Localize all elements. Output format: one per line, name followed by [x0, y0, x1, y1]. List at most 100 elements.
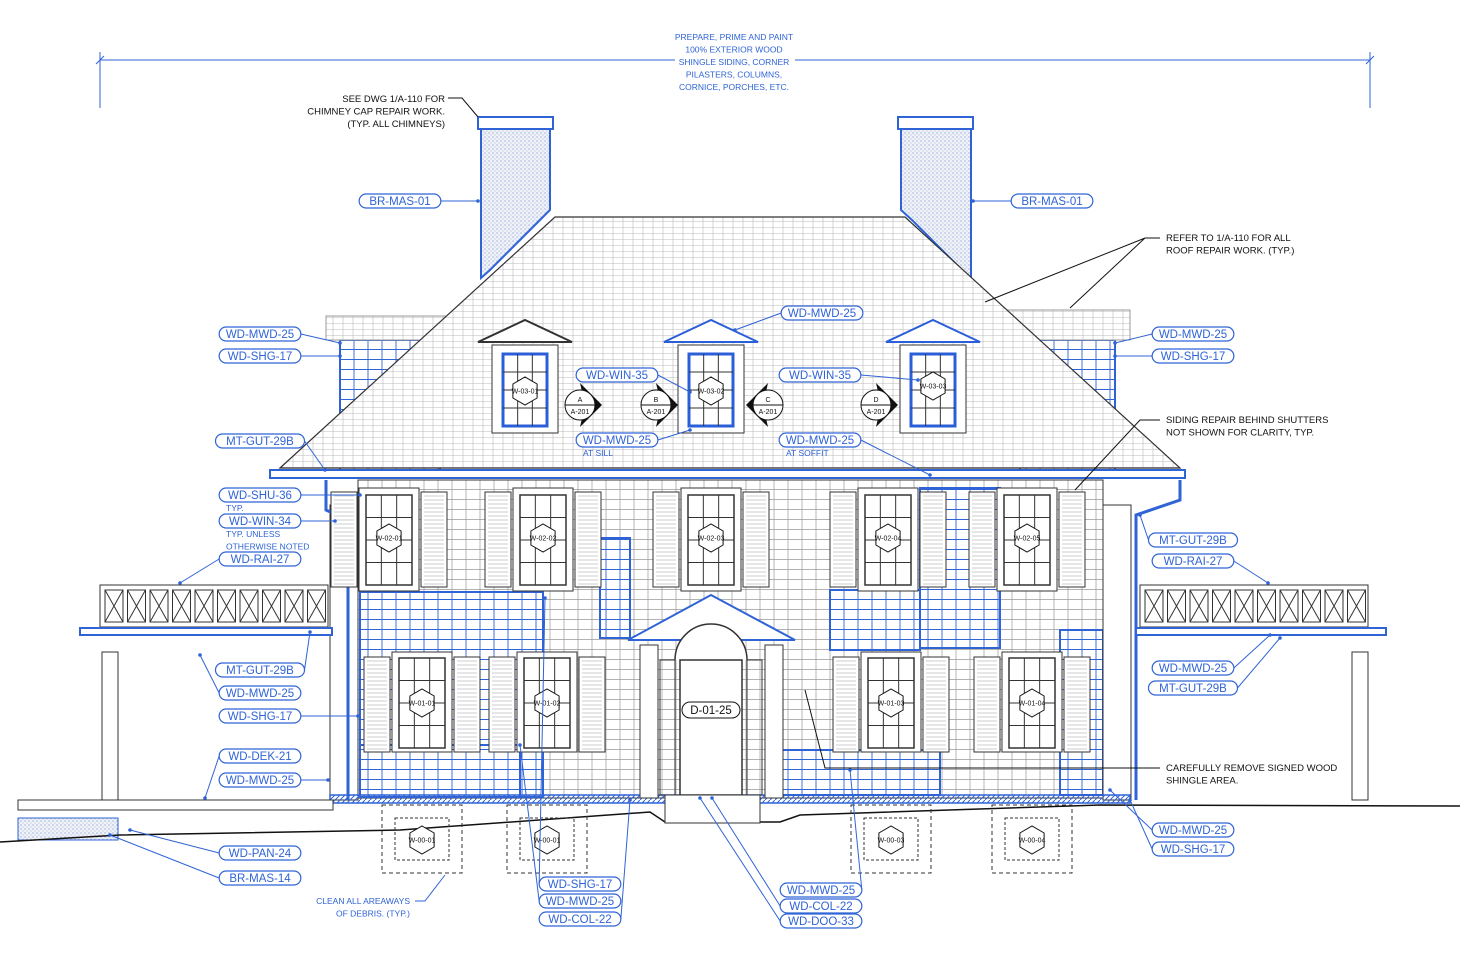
typ-unless-note-line: OTHERWISE NOTED: [226, 542, 309, 552]
window-second-floor: W-02-04: [829, 487, 947, 592]
keynote-tag-label: WD-COL-22: [789, 901, 852, 913]
door-tag: D-01-25: [681, 701, 741, 719]
keynote-tag-label: MT-GUT-29B: [1159, 535, 1227, 547]
window-tag-label: W-02-03: [698, 536, 725, 543]
window-tag-label: W-01-01: [409, 701, 436, 708]
keynote-tag: WD-RAI-27: [1151, 553, 1235, 569]
window-tag-label: W-02-05: [1014, 536, 1041, 543]
remove-shingle-note-line: SHINGLE AREA.: [1166, 776, 1238, 787]
keynote-tag: WD-PAN-24: [218, 845, 302, 861]
keynote-tag-label: WD-SHU-36: [228, 490, 292, 502]
door-tag-label: D-01-25: [690, 705, 732, 717]
keynote-tag-label: WD-MWD-25: [787, 885, 855, 897]
keynote-tag-label: BR-MAS-01: [369, 196, 430, 208]
keynote-tag: WD-MWD-25: [780, 305, 864, 321]
paint-note-line: SHINGLE SIDING, CORNER: [679, 57, 790, 67]
section-letter: C: [765, 397, 770, 404]
keynote-tag: WD-MWD-25: [1151, 326, 1235, 342]
areaway-window: W-00-01: [381, 804, 463, 874]
right-pilaster: [1102, 504, 1132, 801]
window-tag-label: W-01-04: [1019, 701, 1046, 708]
window-second-floor: W-02-05: [968, 487, 1086, 592]
window-tag: W-03-03: [920, 371, 946, 401]
keynote-tag: MT-GUT-29B: [1147, 532, 1239, 548]
keynote-tag: WD-SHG-17: [1151, 841, 1235, 857]
keynote-tag-label: WD-MWD-25: [1159, 663, 1227, 675]
keynote-tag-label: WD-MWD-25: [226, 688, 294, 700]
keynote-tag-label: WD-DOO-33: [788, 916, 854, 928]
window-first-floor: W-01-03: [832, 651, 950, 753]
keynote-tag: WD-MWD-25: [575, 432, 659, 448]
window-tag: W-00-04: [1019, 825, 1046, 855]
window-tag-label: W-02-01: [376, 536, 403, 543]
roof-note-line: ROOF REPAIR WORK. (TYP.): [1166, 246, 1294, 257]
keynote-tag: WD-MWD-25: [1151, 822, 1235, 838]
chimney-note-line: SEE DWG 1/A-110 FOR: [342, 94, 445, 105]
areaway-window: W-00-03: [850, 804, 932, 874]
keynote-tag: WD-COL-22: [538, 911, 622, 927]
section-letter: D: [873, 397, 878, 404]
chimney-left: [477, 116, 554, 281]
section-sheet: A-201: [867, 409, 886, 416]
areaway-window: W-00-04: [991, 804, 1073, 874]
siding-note-line: SIDING REPAIR BEHIND SHUTTERS: [1166, 415, 1328, 426]
keynote-tag: BR-MAS-01: [358, 193, 442, 209]
keynote-tag-label: MT-GUT-29B: [1159, 683, 1227, 695]
window-tag-label: W-00-01: [534, 838, 561, 845]
window-tag: W-03-02: [698, 376, 724, 406]
window-first-floor: W-01-02: [488, 651, 606, 753]
window-tag: W-02-05: [1014, 523, 1041, 553]
dormer: W-03-02: [663, 318, 759, 434]
keynote-tag-label: WD-SHG-17: [548, 879, 613, 891]
at-sill-note: AT SILL: [583, 448, 613, 458]
keynote-tag-label: WD-MWD-25: [226, 775, 294, 787]
keynote-tag: WD-SHG-17: [538, 876, 622, 892]
keynote-tag: WD-MWD-25: [779, 882, 863, 898]
window-tag-label: W-00-01: [409, 838, 436, 845]
paint-note-line: 100% EXTERIOR WOOD: [685, 45, 782, 55]
window-first-floor: W-01-01: [363, 651, 481, 753]
keynote-tag: WD-COL-22: [779, 898, 863, 914]
keynote-tag-label: WD-DEK-21: [228, 751, 291, 763]
keynote-tag: MT-GUT-29B: [214, 662, 306, 678]
keynote-tag: WD-WIN-35: [575, 367, 659, 383]
keynote-tag: WD-RAI-27: [218, 551, 302, 567]
window-tag-label: W-02-04: [875, 536, 902, 543]
paint-note-line: PILASTERS, COLUMNS,: [686, 70, 782, 80]
keynote-tag-label: BR-MAS-01: [1021, 196, 1082, 208]
section-marker: BA-201: [640, 383, 678, 427]
keynote-tag-label: MT-GUT-29B: [226, 436, 294, 448]
window-tag-label: W-03-01: [512, 389, 539, 396]
keynote-tag: BR-MAS-14: [218, 870, 302, 886]
dormer: W-03-03: [885, 318, 981, 434]
section-letter: A: [578, 397, 583, 404]
keynote-tag-label: WD-WIN-34: [229, 516, 292, 528]
keynote-tag-label: WD-PAN-24: [229, 848, 292, 860]
chimney-right: [897, 116, 974, 281]
entry-portico: [627, 593, 796, 824]
window-second-floor: W-02-03: [652, 487, 770, 592]
section-marker: D A-201: [860, 383, 898, 427]
keynote-tag-label: WD-SHG-17: [228, 711, 293, 723]
keynote-tag: WD-MWD-25: [778, 432, 862, 448]
window-tag: W-00-01: [409, 825, 436, 855]
window-tag-label: W-01-02: [534, 701, 561, 708]
keynote-tag: WD-MWD-25: [538, 893, 622, 909]
window-tag: W-01-03: [878, 688, 904, 718]
window-tag: W-01-02: [534, 688, 561, 718]
keynote-tag-label: WD-WIN-35: [586, 370, 648, 382]
typ-unless-note-line: TYP. UNLESS: [226, 529, 281, 539]
window-tag: W-02-03: [698, 523, 725, 553]
areaways-note-line: CLEAN ALL AREAWAYS: [316, 896, 410, 906]
front-door: [679, 659, 743, 796]
keynote-tag-label: WD-RAI-27: [231, 554, 290, 566]
keynote-tag: WD-MWD-25: [218, 772, 302, 788]
window-tag-label: W-00-04: [1019, 838, 1046, 845]
keynote-tag-label: WD-SHG-17: [228, 351, 293, 363]
